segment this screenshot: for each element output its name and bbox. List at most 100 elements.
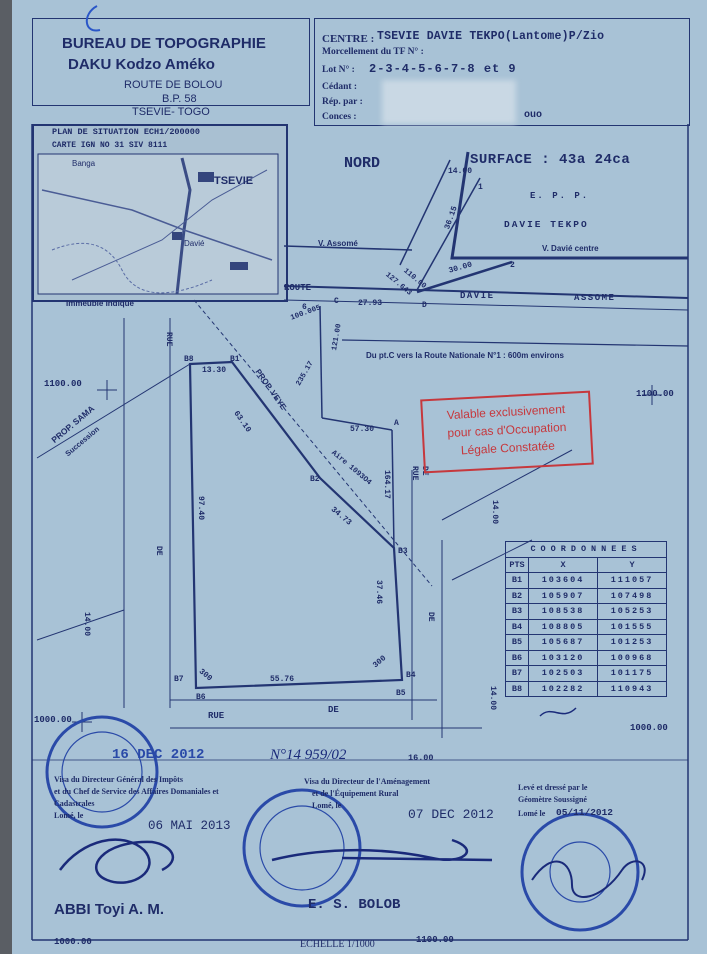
assome-label: ASSOME <box>574 293 616 303</box>
crosshair-1100-right <box>642 385 662 405</box>
validity-red-stamp: Valable exclusivement pour cas d'Occupat… <box>420 390 594 474</box>
map-town-banga: Banga <box>72 159 96 168</box>
dim-1400-c: 14.00 <box>488 686 497 711</box>
vers-assome-label: V. Assomé <box>318 239 358 248</box>
visa-dg-line-1: Visa du Directeur Général des Impôts <box>54 775 183 784</box>
coordinates-header-row: PTS X Y <box>505 556 667 573</box>
cell-y: 107498 <box>597 587 667 604</box>
cell-x: 103604 <box>528 572 598 589</box>
header-right-box <box>314 18 690 126</box>
point-6: 6 <box>302 303 307 312</box>
dim-1600: 16.00 <box>408 753 434 763</box>
stamp-circle-left-inner <box>61 731 143 813</box>
land-plan-document: BUREAU DE TOPOGRAPHIE DAKU Kodzo Améko R… <box>12 0 707 954</box>
du-pt-label: Du pt.C vers la Route Nationale N°1 : 60… <box>366 351 564 360</box>
point-c: C <box>334 297 339 306</box>
dim-b8b1: 13.30 <box>202 366 227 375</box>
rue-west-label: RUE <box>164 332 173 347</box>
lot-value: 2-3-4-5-6-7-8 et 9 <box>369 62 517 76</box>
echelle-label: ECHELLE 1/1000 <box>300 939 375 950</box>
stamp-circle-left <box>45 715 159 829</box>
epp-boundary <box>450 151 688 260</box>
cell-y: 110943 <box>597 680 667 697</box>
redacted-owner-area <box>382 80 516 124</box>
cell-x: 108538 <box>528 603 598 620</box>
point-b1: B1 <box>230 355 240 364</box>
visa-dg-line-2: et du Chef de Service des Affaires Doman… <box>54 787 219 796</box>
dim-b7b8: 97.40 <box>196 496 205 521</box>
geometre-line-3: Lomé le <box>518 809 546 818</box>
parcel-inner-a <box>319 305 323 419</box>
handwritten-number: N°14 959/02 <box>270 747 347 763</box>
map-town-tsevie: TSEVIE <box>214 175 254 187</box>
dim-1400-b: 14.00 <box>490 500 499 525</box>
cell-pts: B5 <box>505 634 529 651</box>
cedant-label: Cédant : <box>322 82 358 92</box>
cell-pts: B3 <box>505 603 529 620</box>
address-line-3: TSEVIE- TOGO <box>132 106 210 118</box>
cell-x: 102282 <box>528 680 598 697</box>
cell-y: 105253 <box>597 603 667 620</box>
cell-pts: B1 <box>505 572 529 589</box>
centre-value: TSEVIE DAVIE TEKPO(Lantome)P/Zio <box>377 30 605 43</box>
road-to-assome <box>283 245 413 251</box>
point-b8: B8 <box>184 355 194 364</box>
cell-y: 101253 <box>597 634 667 651</box>
cell-y: 100968 <box>597 649 667 666</box>
address-line-1: ROUTE DE BOLOU <box>124 79 223 91</box>
visa-dg-line-3: Cadastrales <box>54 799 95 808</box>
col-header-pts: PTS <box>505 556 529 573</box>
point-d: D <box>422 301 427 310</box>
cell-pts: B2 <box>505 587 529 604</box>
visa-dg-line-4: Lomé, le <box>54 811 84 820</box>
signatory-middle-name: E. S. BOLOB <box>308 897 401 913</box>
situation-subtitle: CARTE IGN NO 31 SIV 8111 <box>52 141 168 150</box>
de-bottom-label: DE <box>328 705 339 715</box>
road-davie-tekpo <box>283 285 689 299</box>
cell-y: 101555 <box>597 618 667 635</box>
red-stamp-line-3: Légale Constatée <box>460 438 556 458</box>
point-b7: B7 <box>174 675 184 684</box>
map-town-block <box>230 262 248 270</box>
crosshair-1000-right <box>432 718 452 738</box>
immeuble-label: Immeuble Indiqué <box>66 299 135 308</box>
dim-b5b6: 55.76 <box>270 675 295 684</box>
davie-label: DAVIE <box>460 291 495 301</box>
morcellement-label: Morcellement du TF N° : <box>322 47 424 57</box>
map-river <box>51 242 213 294</box>
map-road-tertiary <box>71 169 268 281</box>
bottom-dim-1100: 1100.00 <box>416 935 454 945</box>
signature-left-scribble <box>58 838 175 884</box>
davie-tekpo-label: DAVIE TEKPO <box>504 219 589 230</box>
stamp-circle-right <box>520 812 640 932</box>
date-stamp-1: 16 DEC 2012 <box>112 747 205 763</box>
surface-label: SURFACE : 43a 24ca <box>470 152 631 168</box>
dashed-axis <box>193 299 433 587</box>
map-town-block <box>172 232 182 240</box>
map-road-secondary <box>41 189 273 261</box>
point-1: 1 <box>478 183 483 192</box>
rue-south-label: RUE <box>410 466 419 481</box>
point-2: 2 <box>510 261 515 270</box>
col-header-x: X <box>528 556 598 573</box>
road-davie-assome <box>283 299 689 311</box>
road-north-1 <box>399 159 451 266</box>
point-b4: B4 <box>406 671 416 680</box>
crosshair-1100-left <box>97 380 117 400</box>
cell-x: 103120 <box>528 649 598 666</box>
epp-label: E. P. P. <box>530 191 590 201</box>
centre-label: CENTRE : <box>322 33 375 45</box>
east-boundary <box>441 449 573 521</box>
dim-1000-right: 1000.00 <box>630 723 668 733</box>
dim-b3b4: 37.46 <box>374 580 383 605</box>
road-epp-diag <box>416 260 513 294</box>
dim-1100-right: 1100.00 <box>636 389 674 399</box>
parcel-inner-ab3 <box>391 429 395 549</box>
stamp-circle-middle-inner <box>259 805 345 891</box>
signatory-left-name: ABBI Toyi A. M. <box>54 901 164 918</box>
geometre-date: 05/11/2012 <box>556 807 614 818</box>
geometre-line-2: Géomètre Soussigné <box>518 795 587 804</box>
